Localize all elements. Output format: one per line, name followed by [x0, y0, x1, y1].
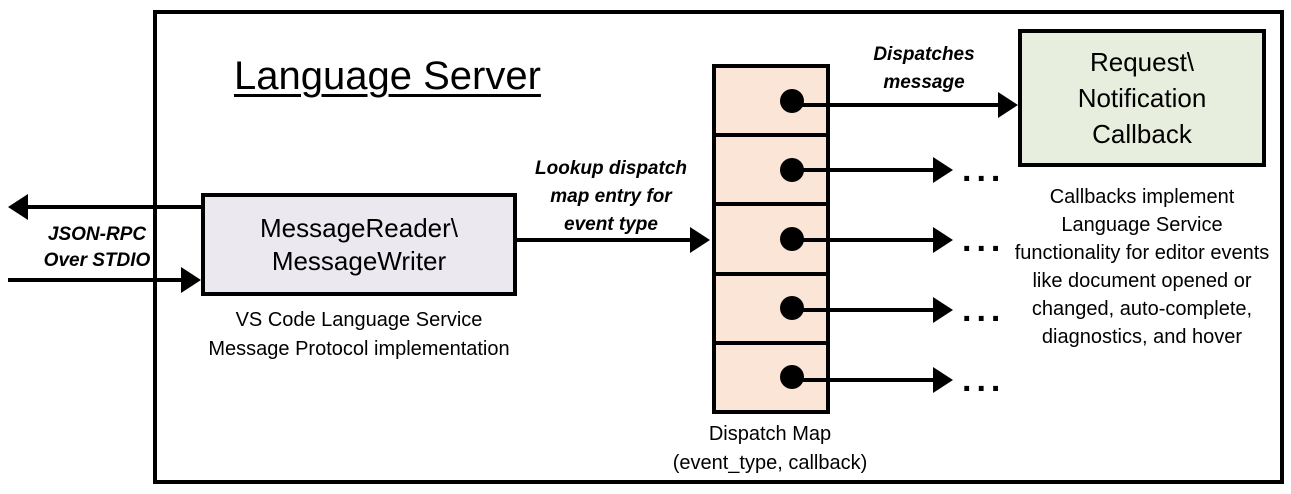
message-reader-writer-box: MessageReader\ MessageWriter: [201, 193, 517, 296]
message-reader-label: MessageReader\: [260, 212, 458, 243]
lookup-label-line2: map entry for: [550, 186, 672, 207]
dispatch-line-5: [800, 378, 939, 382]
callback-box-line1: Request\: [1089, 47, 1195, 77]
dispatch-line-3: [800, 238, 939, 242]
lookup-label-line1: Lookup dispatch: [535, 158, 687, 179]
lookup-label-line3: event type: [564, 214, 658, 235]
inbound-arrow-icon: [181, 267, 201, 293]
dispatches-message-label-line1: Dispatches: [873, 44, 975, 65]
message-reader-caption-line1: VS Code Language Service: [235, 309, 483, 331]
outbound-arrow-icon: [8, 194, 28, 220]
page-title: Language Server: [234, 54, 541, 98]
lookup-connector-line: [517, 238, 693, 242]
ellipsis-2: ...: [962, 151, 1006, 189]
dispatch-line-1: [800, 103, 1004, 107]
ellipsis-3: ...: [962, 221, 1006, 259]
lookup-arrow-icon: [690, 227, 710, 253]
message-writer-label: MessageWriter: [271, 245, 447, 276]
transport-label-line1: JSON-RPC: [47, 224, 147, 245]
message-reader-caption: VS Code Language Service Message Protoco…: [201, 306, 517, 364]
dispatches-message-label-line2: message: [883, 72, 965, 93]
dispatch-arrow-icon-2: [933, 157, 953, 183]
dispatch-map-caption: Dispatch Map (event_type, callback): [645, 420, 895, 478]
dispatch-arrow-icon-5: [933, 367, 953, 393]
callback-pointer-dot-icon: [780, 365, 804, 390]
callback-pointer-dot-icon: [780, 88, 804, 113]
dispatch-arrow-icon-3: [933, 227, 953, 253]
request-notification-callback-box: Request\ Notification Callback: [1018, 29, 1266, 167]
dispatch-line-4: [800, 308, 939, 312]
dispatch-line-2: [800, 168, 939, 172]
message-reader-caption-line2: Message Protocol implementation: [208, 338, 510, 360]
dispatch-map-caption-line2: (event_type, callback): [672, 452, 868, 474]
inbound-transport-line: [8, 278, 186, 282]
lookup-label: Lookup dispatch map entry for event type: [512, 155, 710, 239]
callback-caption: Callbacks implement Language Service fun…: [1014, 186, 1270, 348]
language-server-frame: [153, 10, 1284, 484]
table-row: [716, 68, 826, 138]
dispatches-message-label: Dispatches message: [836, 41, 1012, 97]
callback-box-line3: Callback: [1092, 119, 1192, 149]
callback-box-line2: Notification: [1077, 83, 1207, 113]
dispatch-map-caption-line1: Dispatch Map: [708, 423, 832, 445]
ellipsis-4: ...: [962, 291, 1006, 329]
dispatch-arrow-icon-1: [998, 92, 1018, 118]
transport-label: JSON-RPC Over STDIO: [22, 222, 172, 274]
dispatch-arrow-icon-4: [933, 297, 953, 323]
table-row: [716, 345, 826, 410]
ellipsis-5: ...: [962, 361, 1006, 399]
outbound-transport-line: [28, 205, 203, 209]
transport-label-line2: Over STDIO: [43, 250, 151, 271]
